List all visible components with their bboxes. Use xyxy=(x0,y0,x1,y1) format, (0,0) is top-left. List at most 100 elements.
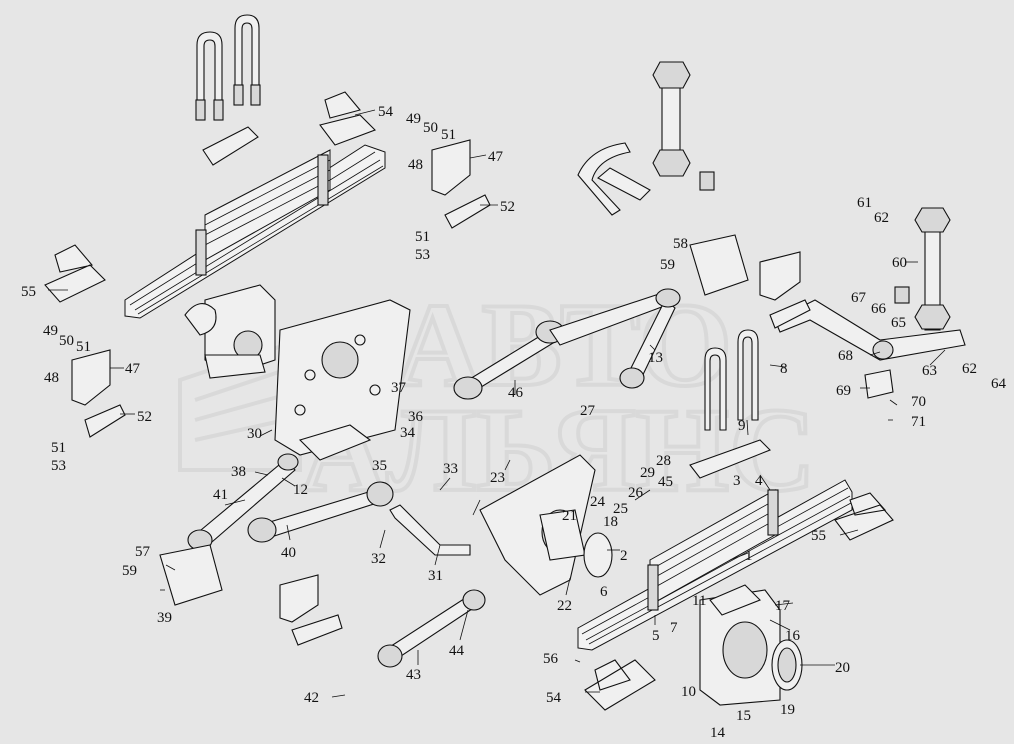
bracket-lower-center xyxy=(279,574,319,623)
callout-6: 6 xyxy=(600,584,608,600)
callout-42: 42 xyxy=(304,690,319,706)
callout-64: 64 xyxy=(991,376,1007,392)
callout-53-top: 53 xyxy=(415,247,430,263)
callout-25: 25 xyxy=(613,501,628,517)
callout-24: 24 xyxy=(590,494,606,510)
u-bolts-right xyxy=(689,329,771,479)
callout-1: 1 xyxy=(745,548,753,564)
callout-18: 18 xyxy=(603,514,618,530)
callout-40: 40 xyxy=(281,545,296,561)
callout-50-left: 50 xyxy=(59,333,74,349)
callout-34: 34 xyxy=(400,425,416,441)
callout-13: 13 xyxy=(648,350,663,366)
callout-58: 58 xyxy=(673,236,688,252)
torque-rod-41 xyxy=(187,453,299,551)
callout-16: 16 xyxy=(785,628,801,644)
callout-68: 68 xyxy=(838,348,853,364)
bracket-47-left xyxy=(71,349,111,406)
callout-15: 15 xyxy=(736,708,751,724)
callout-55-right: 55 xyxy=(811,528,826,544)
leader-lines xyxy=(48,109,946,698)
callout-67: 67 xyxy=(851,290,867,306)
plate-52-left xyxy=(84,404,126,438)
callout-43: 43 xyxy=(406,667,421,683)
callout-49-top: 49 xyxy=(406,111,421,127)
callout-48-top: 48 xyxy=(408,157,423,173)
callout-22: 22 xyxy=(557,598,572,614)
callout-54-top: 54 xyxy=(378,104,394,120)
callout-48-left: 48 xyxy=(44,370,59,386)
callout-4: 4 xyxy=(755,473,763,489)
callout-65: 65 xyxy=(891,315,906,331)
callout-35: 35 xyxy=(372,458,387,474)
callout-54-bottom: 54 xyxy=(546,690,562,706)
plate-52-top xyxy=(444,194,491,229)
callout-8: 8 xyxy=(780,361,788,377)
callout-46: 46 xyxy=(508,385,524,401)
reaction-rod-13 xyxy=(549,288,681,389)
callout-12: 12 xyxy=(293,482,308,498)
stabilizer-bar-right xyxy=(774,207,966,361)
callout-5: 5 xyxy=(652,628,660,644)
u-bolts-top-left xyxy=(195,14,261,121)
callout-70: 70 xyxy=(911,394,926,410)
callout-57: 57 xyxy=(135,544,151,560)
trunnion-bracket-22 xyxy=(479,454,613,596)
callout-38: 38 xyxy=(231,464,246,480)
callout-26: 26 xyxy=(628,485,644,501)
callout-50-top: 50 xyxy=(423,120,438,136)
mount-55-left xyxy=(44,244,106,303)
callout-53-left: 53 xyxy=(51,458,66,474)
mount-54-bottom xyxy=(584,659,656,711)
callout-61: 61 xyxy=(857,195,872,211)
callout-3: 3 xyxy=(733,473,741,489)
stabilizer-bar-top xyxy=(577,61,715,216)
callout-59-top: 59 xyxy=(660,257,675,273)
callout-41: 41 xyxy=(213,487,228,503)
callout-51-lower-left: 51 xyxy=(51,440,66,456)
callout-47-left: 47 xyxy=(125,361,141,377)
callout-30: 30 xyxy=(247,426,262,442)
callout-31: 31 xyxy=(428,568,443,584)
callout-28: 28 xyxy=(656,453,671,469)
callout-69: 69 xyxy=(836,383,851,399)
mount-54-top xyxy=(319,91,376,146)
callout-23: 23 xyxy=(490,470,505,486)
plate-lower-center xyxy=(291,614,343,646)
bracket-58 xyxy=(689,234,749,296)
callout-27: 27 xyxy=(580,403,596,419)
callout-59-left: 59 xyxy=(122,563,137,579)
callout-11: 11 xyxy=(692,593,706,609)
callout-51-lower-top: 51 xyxy=(415,229,430,245)
callout-44: 44 xyxy=(449,643,465,659)
callout-7: 7 xyxy=(670,620,678,636)
callout-9: 9 xyxy=(738,418,746,434)
callout-60: 60 xyxy=(892,255,907,271)
callout-14: 14 xyxy=(710,725,726,741)
callout-51-top: 51 xyxy=(441,127,456,143)
bracket-31 xyxy=(389,504,471,556)
callout-33: 33 xyxy=(443,461,458,477)
callout-71: 71 xyxy=(911,414,926,430)
callout-labels: 1 2 3 4 5 6 7 8 9 10 11 12 13 14 15 16 1… xyxy=(21,104,1007,741)
callout-36: 36 xyxy=(408,409,424,425)
torque-rod-43 xyxy=(377,589,486,668)
callout-10: 10 xyxy=(681,684,696,700)
bracket-57 xyxy=(159,544,223,606)
bracket-47-top xyxy=(431,139,471,196)
callout-19: 19 xyxy=(780,702,795,718)
callout-29: 29 xyxy=(640,465,655,481)
callout-63: 63 xyxy=(922,363,937,379)
callout-20: 20 xyxy=(835,660,850,676)
callout-51-left: 51 xyxy=(76,339,91,355)
callout-47-top: 47 xyxy=(488,149,504,165)
leaf-spring-right xyxy=(577,479,853,651)
axle-bracket-right xyxy=(699,584,803,706)
callout-21: 21 xyxy=(562,508,577,524)
callout-37: 37 xyxy=(391,380,407,396)
plate-right-upper xyxy=(769,299,811,329)
torque-rod-12 xyxy=(247,481,394,543)
callout-62-top: 62 xyxy=(874,210,889,226)
callout-66: 66 xyxy=(871,301,887,317)
